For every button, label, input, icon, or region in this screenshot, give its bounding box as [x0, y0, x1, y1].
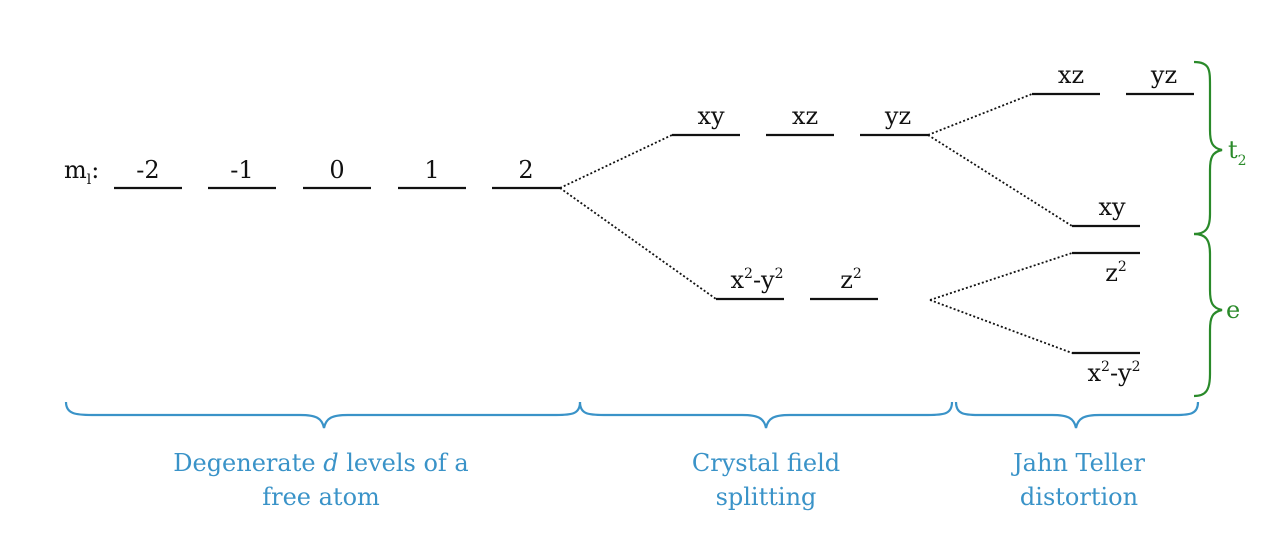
caption-crystal-field-line2: splitting [716, 483, 817, 511]
level-label-cf-z2: z2 [840, 266, 862, 294]
e-label: e [1226, 296, 1240, 324]
crystal-field-brace [578, 401, 954, 429]
level-label-cf-x2y2: x2-y2 [730, 266, 783, 294]
crystal-field-upper-levels: xy xz yz [672, 102, 928, 137]
level-label-cf-xz: xz [792, 102, 818, 130]
caption-crystal-field-line1: Crystal field [692, 449, 840, 477]
level-label-ml-0: 0 [329, 156, 344, 184]
crystal-field-lower-levels: x2-y2 z2 [716, 266, 878, 301]
connector-free-to-t2 [559, 134, 673, 189]
level-label-jt-yz: yz [1150, 61, 1177, 89]
level-label-ml-1: 1 [424, 156, 439, 184]
level-label-jt-xy: xy [1098, 193, 1126, 221]
jahn-teller-levels: xz yz xy z2 x2-y2 [1032, 61, 1194, 387]
jahn-teller-brace [954, 401, 1200, 429]
connector-cf-to-jt-x2y2 [929, 299, 1073, 354]
t2-brace [1193, 60, 1223, 236]
ml-label: ml: [64, 156, 99, 188]
connector-cf-to-jt-top [927, 93, 1033, 136]
free-atom-brace [64, 401, 582, 429]
level-label-cf-xy: xy [697, 102, 725, 130]
level-label-jt-x2y2: x2-y2 [1087, 359, 1140, 387]
level-label-ml-minus1: -1 [230, 156, 253, 184]
caption-free-atom-line1: Degenerate d levels of a [173, 449, 468, 477]
connector-cf-to-jt-z2 [929, 252, 1073, 301]
level-label-cf-yz: yz [884, 102, 911, 130]
t2-label: t2 [1228, 136, 1247, 169]
e-brace [1193, 232, 1223, 398]
connector-cf-to-jt-xy [927, 134, 1073, 227]
connector-free-to-e [559, 187, 717, 300]
free-atom-levels: -2 -1 0 1 2 [114, 156, 560, 190]
caption-jahn-teller-line1: Jahn Teller [1010, 449, 1145, 477]
caption-jahn-teller-line2: distortion [1020, 483, 1138, 511]
level-label-jt-z2: z2 [1105, 259, 1127, 287]
level-label-ml-2: 2 [518, 156, 533, 184]
level-label-jt-xz: xz [1058, 61, 1084, 89]
level-label-ml-minus2: -2 [136, 156, 159, 184]
caption-free-atom-line2: free atom [262, 483, 380, 511]
